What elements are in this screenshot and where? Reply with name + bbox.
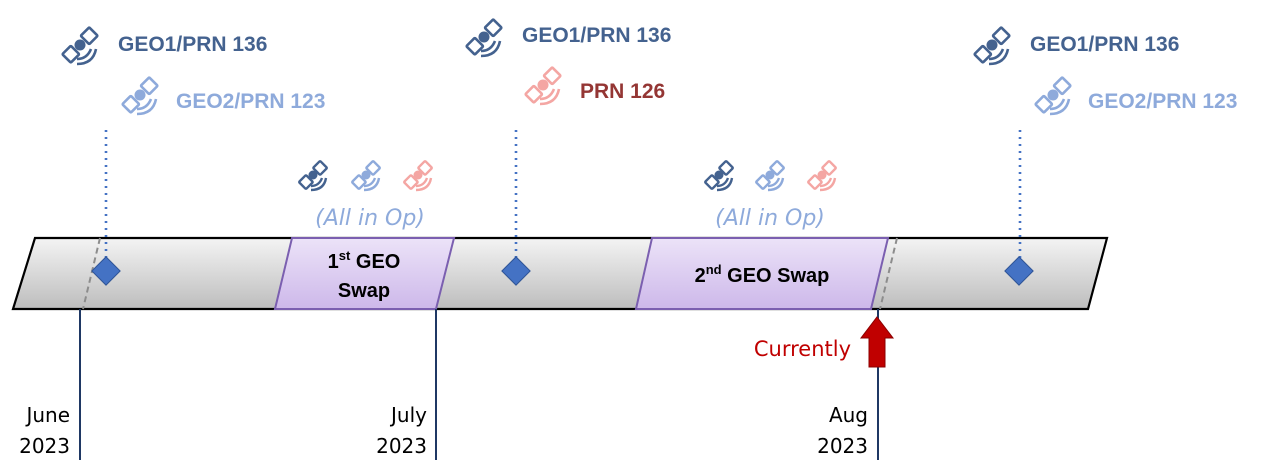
geo2-label: GEO2/PRN 123 [1088, 90, 1237, 113]
milestone-diamond [1004, 256, 1034, 286]
date-month: July [389, 403, 427, 427]
satellite-icon [121, 76, 159, 116]
swap-box-2 [634, 237, 890, 310]
satellite-icon [806, 159, 838, 192]
date-month: Aug [829, 403, 868, 427]
geo1-label: GEO1/PRN 136 [522, 24, 671, 47]
all-in-op-label: (All in Op) [715, 206, 825, 231]
up-arrow-icon [859, 316, 895, 368]
satellite-icon [61, 26, 99, 66]
satellite-icon [703, 159, 735, 192]
date-year: 2023 [19, 434, 70, 458]
date-month: June [24, 403, 70, 427]
all-in-op-label: (All in Op) [315, 206, 425, 231]
current-dashed-line [879, 237, 898, 310]
swap-1-label-line2: Swap [338, 280, 390, 302]
current-dashed-line [82, 237, 101, 310]
timeline-bar [11, 236, 1109, 311]
satellite-icon [1034, 76, 1072, 116]
milestone-diamond [501, 256, 531, 286]
prn126-label: PRN 126 [580, 80, 665, 103]
swap-1-label-line1: 1st GEO [328, 248, 401, 273]
date-year: 2023 [817, 434, 868, 458]
geo1-label: GEO1/PRN 136 [118, 33, 267, 56]
swap-2-label: 2nd GEO Swap [695, 262, 830, 287]
satellite-icon [973, 26, 1011, 66]
satellite-icon [524, 66, 562, 106]
currently-label: Currently [754, 337, 851, 361]
geo2-label: GEO2/PRN 123 [176, 90, 325, 113]
satellite-icon [465, 18, 503, 58]
satellite-icon [754, 159, 786, 192]
milestone-diamond [91, 256, 121, 286]
date-year: 2023 [376, 434, 427, 458]
satellite-icon [402, 159, 434, 192]
satellite-icon [297, 159, 329, 192]
satellite-icon [350, 159, 382, 192]
geo1-label: GEO1/PRN 136 [1030, 33, 1179, 56]
